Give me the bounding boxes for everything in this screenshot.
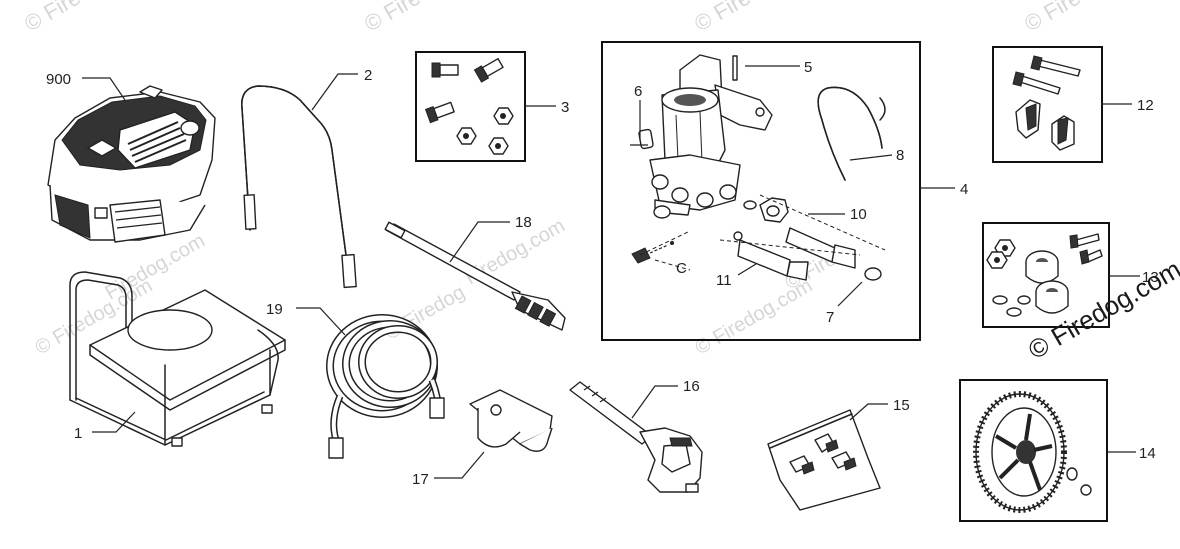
part-label-17: 17 <box>412 471 429 488</box>
part-label-10: 10 <box>850 206 867 223</box>
watermark-faint: © Fire <box>360 0 425 36</box>
part-label-1: 1 <box>74 425 82 442</box>
handle-drawing <box>241 85 357 289</box>
watermark-faint: © Fire <box>20 0 85 36</box>
hose-fitting <box>328 437 344 459</box>
part-label-900: 900 <box>46 71 71 88</box>
hose-drawing <box>326 314 442 442</box>
part-label-4: 4 <box>960 181 968 198</box>
part-label-18: 18 <box>515 214 532 231</box>
wheel-drawing <box>973 391 1092 513</box>
part-label-14: 14 <box>1139 445 1156 462</box>
engine-drawing <box>47 85 216 243</box>
part-label-11: 11 <box>716 272 732 289</box>
callout-box-13 <box>982 222 1110 328</box>
watermark-faint: © Fire <box>690 0 755 36</box>
callout-box-14 <box>959 379 1108 522</box>
part-label-6: 6 <box>634 83 642 100</box>
pump-unloader-parts <box>631 197 882 281</box>
part-label-19: 19 <box>266 301 283 318</box>
part-label-16: 16 <box>683 378 700 395</box>
part-label-12: 12 <box>1137 97 1154 114</box>
wheel-hardware-drawing <box>986 233 1103 317</box>
part-label-c: C <box>676 260 687 277</box>
watermark-faint: © Fire <box>1020 0 1085 36</box>
bolt-kit-drawing <box>1012 55 1081 151</box>
spray-gun-drawing <box>569 381 703 493</box>
wand-drawing <box>384 221 566 331</box>
nozzle-bag-drawing <box>767 409 881 511</box>
part-label-15: 15 <box>893 397 910 414</box>
part-label-8: 8 <box>896 147 904 164</box>
part-label-2: 2 <box>364 67 372 84</box>
callout-box-4 <box>601 41 921 341</box>
pump-hose-8 <box>817 86 886 181</box>
hardware-bolts-nuts <box>424 57 514 155</box>
part-label-7: 7 <box>826 309 834 326</box>
hose-fitting <box>429 397 445 419</box>
frame-drawing <box>69 271 286 447</box>
part-label-3: 3 <box>561 99 569 116</box>
pump-drawing <box>630 54 773 219</box>
pump-pin <box>732 55 738 81</box>
holder-bracket-drawing <box>469 389 553 452</box>
part-label-5: 5 <box>804 59 812 76</box>
part-label-13: 13 <box>1142 269 1159 286</box>
